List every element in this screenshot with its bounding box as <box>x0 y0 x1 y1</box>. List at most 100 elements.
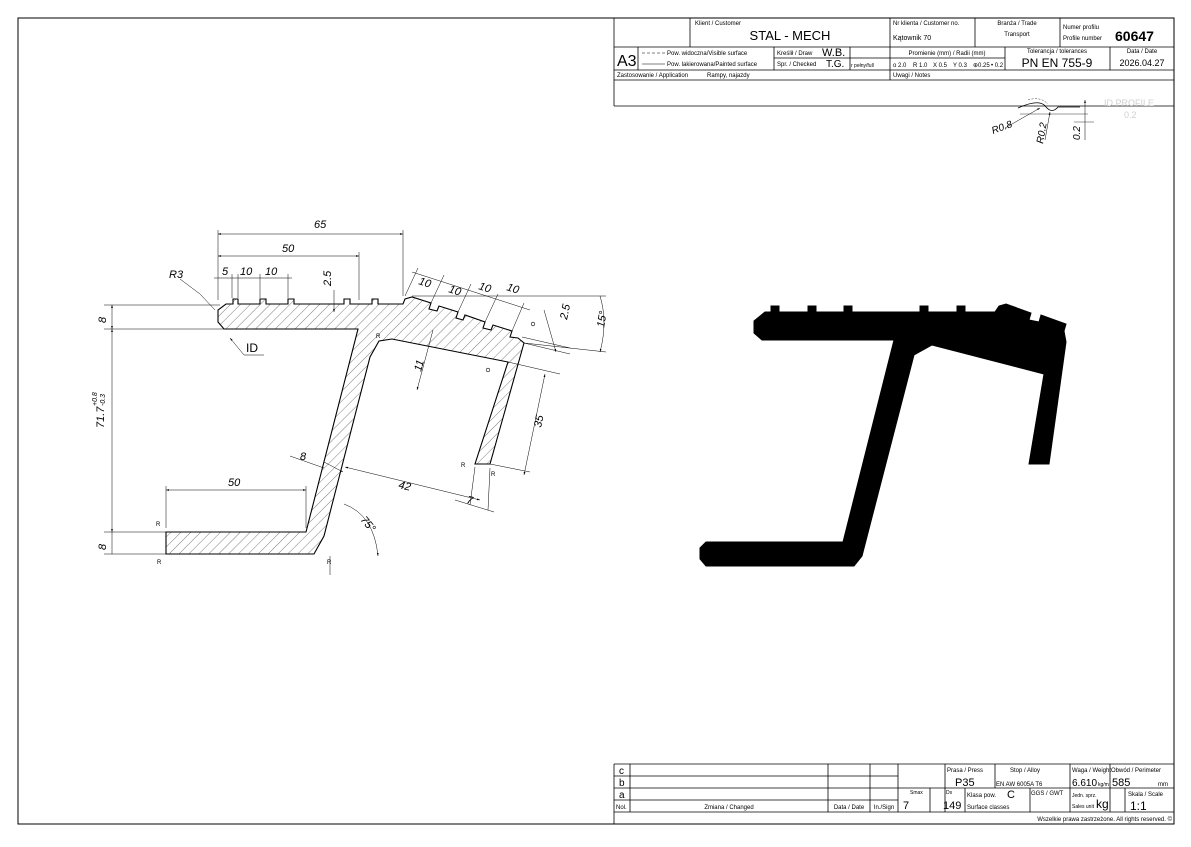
profile-section-hatched <box>165 296 525 555</box>
detail-label: R0.8 <box>990 119 1014 137</box>
dim-right-pitch: 10 <box>417 275 433 290</box>
weight-value: 6.610 <box>1072 778 1097 789</box>
dim-slot-pitch: 10 <box>240 266 253 278</box>
ggs-label: GGS / GWT <box>1031 791 1064 797</box>
full-label: r pełny/full <box>851 63 874 69</box>
radius-value: X 0.5 <box>933 63 948 69</box>
surface-classes-label: Surface classes <box>967 805 1009 811</box>
radius-mark: R <box>376 334 381 340</box>
perimeter-label: Obwód / Perimeter <box>1111 768 1161 774</box>
dim-right-pitch: 10 <box>447 283 463 298</box>
edge-detail: R0.8 R0.2 0.2 ID PROFILE 0.2 <box>990 98 1154 145</box>
sheet-size: A3 <box>617 53 637 70</box>
weight-label: Waga / Weight <box>1072 768 1111 774</box>
checked-by: T.G. <box>826 59 844 70</box>
visible-surface: Pow. widoczna/Visible surface <box>667 51 748 57</box>
surface-class: C <box>1007 789 1015 801</box>
press-label: Prasa / Press <box>947 768 983 774</box>
rev-row-label: c <box>619 766 624 777</box>
press-value: P35 <box>955 777 975 789</box>
radius-mark: R <box>156 522 161 528</box>
sales-unit: kg <box>1096 797 1109 811</box>
faded-text: ID PROFILE <box>1104 98 1154 108</box>
title-block <box>613 18 1174 107</box>
radius-value: ⊕0.25 <box>973 63 990 69</box>
dim-height-tol-plus: +0.8 <box>92 392 99 406</box>
radius-values: o 2.0 R 1.0 X 0.5 Y 0.3 ⊕0.25 • 0.2 <box>893 63 1004 69</box>
dim-overall-top: 65 <box>314 219 327 231</box>
alloy-label: Stop / Alloy <box>1010 768 1040 774</box>
id-marker: ID <box>246 341 258 355</box>
dim-top-thickness: 8 <box>97 316 109 323</box>
radii-label: Promienie (mm) / Radii (mm) <box>908 51 985 57</box>
dim-leg-length: 35 <box>532 413 546 428</box>
dim-bottom-thickness: 8 <box>97 543 109 550</box>
dim-leg-thickness: 7 <box>465 494 475 507</box>
dim-slot-pitch: 10 <box>265 266 278 278</box>
alloy-value: EN AW 6005A T6 <box>996 782 1043 788</box>
perimeter-unit: mm <box>1158 782 1168 788</box>
dim-right-depth: 2.5 <box>558 302 573 321</box>
trade: Transport <box>1004 32 1030 38</box>
smax-value: 7 <box>903 800 909 812</box>
ds-label: Ds <box>946 790 953 796</box>
smax-label: Smax <box>910 790 923 796</box>
no-label: Nol. <box>616 805 627 811</box>
detail-label: R0.2 <box>1035 121 1050 144</box>
radius-value: R 1.0 <box>913 63 928 69</box>
customer-no: Kątownik 70 <box>893 35 931 42</box>
faded-text: 0.2 <box>1124 110 1137 120</box>
detail-label: 0.2 <box>1072 126 1083 140</box>
scale-value: 1:1 <box>1130 799 1147 813</box>
notes-label: Uwagi / Notes <box>893 73 930 79</box>
rev-row-label: b <box>619 778 625 789</box>
radius-value: Y 0.3 <box>953 63 968 69</box>
ds-value: 149 <box>943 800 961 812</box>
perimeter-value: 585 <box>1112 777 1130 789</box>
drawn-by: W.B. <box>822 47 845 59</box>
profile-number: 60647 <box>1115 28 1154 44</box>
customer-no-label: Nr klienta / Customer no. <box>893 21 960 27</box>
dim-right-pitch: 10 <box>505 281 521 296</box>
customer-label: Klient / Customer <box>695 21 741 27</box>
trade-label: Branża / Trade <box>997 21 1037 27</box>
date-col-label: Data / Date <box>834 805 865 811</box>
dim-angle-bottom: 75° <box>358 514 378 535</box>
sales-unit-label-en: Sales unit <box>1072 804 1095 810</box>
rights-notice: Wszelkie prawa zastrzeżone. All rights r… <box>1037 816 1172 823</box>
radius-mark: R <box>157 560 162 566</box>
tolerance: PN EN 755-9 <box>1022 56 1093 70</box>
profile-label-en: Profile number <box>1063 36 1102 42</box>
painted-surface: Pow. lakierowana/Painted surface <box>667 62 758 68</box>
weight-unit: kg/m <box>1098 782 1109 788</box>
radius-value: • 0.2 <box>991 63 1004 69</box>
dim-angle-top: 15° <box>595 309 610 328</box>
radius-value: o 2.0 <box>893 63 907 69</box>
dim-span: 42 <box>397 479 412 493</box>
radius-mark: R <box>491 472 496 478</box>
dim-height: 71.7 +0.8 -0.3 <box>92 392 107 428</box>
section-view: 65 50 5 10 10 2.5 10 10 10 10 2.5 15° R3… <box>92 219 610 575</box>
dim-corner-radius: R3 <box>169 269 184 281</box>
dim-slot-pitch: 5 <box>222 266 229 278</box>
radius-mark: R <box>327 560 332 566</box>
date: 2026.04.27 <box>1119 58 1164 68</box>
rev-row-label: a <box>619 790 625 801</box>
sheet-border <box>17 17 1175 825</box>
checked-label: Spr. / Checked <box>777 62 816 68</box>
dim-bottom-length: 50 <box>228 477 241 489</box>
bottom-block <box>613 763 1174 824</box>
scale-label: Skala / Scale <box>1128 792 1164 798</box>
dim-right-pitch: 10 <box>477 280 493 295</box>
customer-name: STAL - MECH <box>750 28 831 43</box>
drawn-label: Kreślił / Draw <box>777 51 813 57</box>
radius-mark: R <box>461 463 466 469</box>
sign-label: In./Sign <box>874 805 894 811</box>
dim-inner-offset: 11 <box>412 359 427 373</box>
dim-height-tol-minus: -0.3 <box>100 394 107 406</box>
date-label: Data / Date <box>1127 49 1158 55</box>
application-label: Zastosowanie / Application <box>617 73 688 79</box>
radius-marks: R R R R R R <box>156 334 496 566</box>
